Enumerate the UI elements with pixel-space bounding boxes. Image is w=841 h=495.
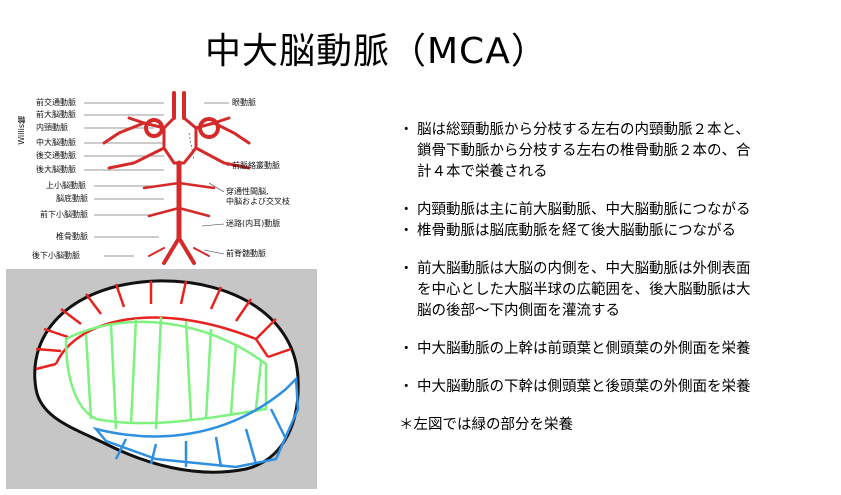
anatomy-label: 前下小脳動脈 <box>40 210 88 219</box>
circle-label: Willis輪 <box>17 116 26 145</box>
anatomy-label: 眼動脈 <box>232 98 256 107</box>
slide-title: 中大脳動脈（MCA） <box>205 31 548 72</box>
anatomy-label: 上小脳動脈 <box>46 181 86 190</box>
anatomy-label: 中大脳動脈 <box>36 138 76 147</box>
anatomy-label: 前脊髄動脈 <box>226 249 266 258</box>
bullet-item: ・ 中大脳動脈の上幹は前頭葉と側頭葉の外側面を栄養 <box>399 341 751 357</box>
anatomy-label: 脳底動脈 <box>56 194 88 203</box>
anatomy-label: 前脈絡叢動脈 <box>232 161 280 170</box>
anatomy-label: 後下小脳動脈 <box>32 251 80 260</box>
anatomy-label: 迷路(内耳)動脈 <box>226 219 281 228</box>
anatomy-label: 後大脳動脈 <box>36 165 76 174</box>
anatomy-label: 前大脳動脈 <box>36 110 76 119</box>
anatomy-label: 穿通性間脳, <box>226 187 269 196</box>
anatomy-label: 椎骨動脈 <box>56 232 88 241</box>
figure-note: ＊左図では緑の部分を栄養 <box>399 417 573 433</box>
bullet-item: ・ 中大脳動脈の下幹は側頭葉と後頭葉の外側面を栄養 <box>399 379 751 395</box>
anatomy-label: 内頸動脈 <box>36 123 68 132</box>
anatomy-label: 前交通動脈 <box>36 98 76 107</box>
bullet-item: ・ 脳は総頸動脈から分枝する左右の内頸動脈２本と、 鎖骨下動脈から分枝する左右の… <box>399 122 751 180</box>
anatomy-label: 後交通動脈 <box>36 151 76 160</box>
bullet-item: ・ 椎骨動脈は脳底動脈を経て後大脳動脈につながる <box>399 223 736 239</box>
bullet-item: ・ 前大脳動脈は大脳の内側を、中大脳動脈は外側表面 を中心とした大脳半球の広範囲… <box>399 261 751 319</box>
bullet-list: ・ 脳は総頸動脈から分枝する左右の内頸動脈２本と、 鎖骨下動脈から分枝する左右の… <box>397 120 835 436</box>
circle-of-willis-figure: 前交通動脈 前大脳動脈 内頸動脈 中大脳動脈 後交通動脈 後大脳動脈 上小脳動脈… <box>14 88 304 266</box>
brain-territory-figure <box>6 269 317 489</box>
bullet-item: ・ 内頸動脈は主に前大脳動脈、中大脳動脈につながる <box>399 202 751 218</box>
anatomy-label: 中脳および交叉枝 <box>226 197 290 206</box>
